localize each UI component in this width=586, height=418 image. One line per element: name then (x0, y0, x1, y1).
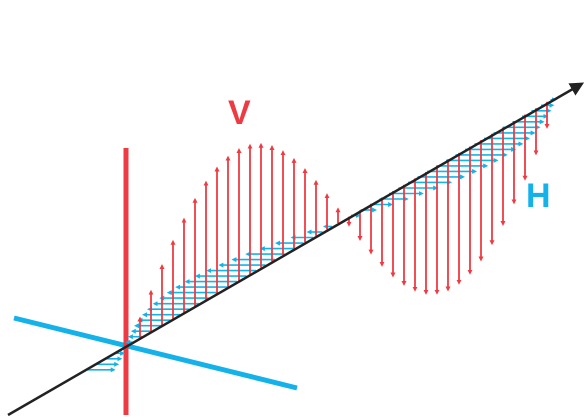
h-label: H (526, 177, 551, 215)
propagation-axis (7, 82, 585, 417)
horizontal-reference-line (13, 315, 298, 391)
vertical-polarization-arrows (137, 101, 550, 338)
v-label: V (228, 94, 251, 132)
